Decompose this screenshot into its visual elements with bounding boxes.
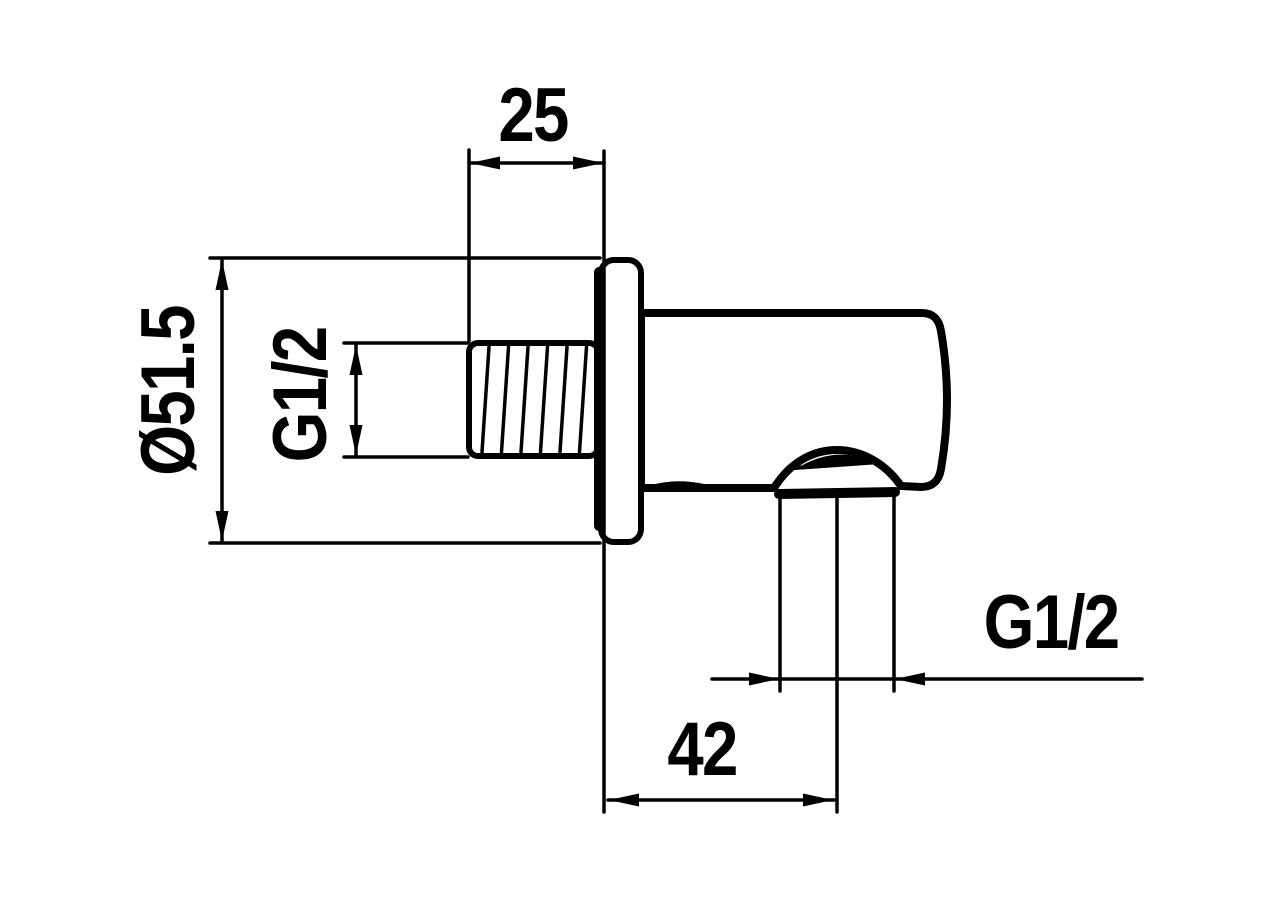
arrow-down-icon — [349, 425, 363, 455]
outlet-rim-line — [774, 487, 900, 499]
wall-flange — [594, 257, 644, 545]
body-outline — [637, 309, 951, 492]
dimension-outlet-thread — [710, 672, 1144, 686]
arrow-left-icon — [609, 793, 639, 807]
holder-cup-crescent — [800, 454, 872, 468]
label-flange-diameter: Ø51.5 — [126, 306, 211, 476]
dimension-inlet-thread — [342, 341, 470, 459]
arrow-up-icon — [215, 260, 229, 290]
arrow-right-icon — [749, 672, 779, 686]
flange-outline — [598, 257, 644, 545]
arrow-left-icon — [470, 156, 500, 170]
outlet-edges — [778, 491, 896, 814]
inlet-thread-section — [466, 340, 601, 459]
label-outlet-thread: G1/2 — [983, 580, 1121, 665]
arrow-up-icon — [349, 345, 363, 375]
arrow-right-icon — [573, 156, 603, 170]
arrow-left-icon — [895, 672, 925, 686]
dimension-flange-diameter — [208, 256, 602, 545]
arrow-right-icon — [803, 793, 833, 807]
thread-hatch-lines — [480, 345, 589, 454]
body-fillet-line — [650, 481, 706, 489]
elbow-body — [637, 309, 951, 499]
dimension-projection-depth — [467, 148, 606, 814]
label-wall-to-outlet: 42 — [667, 707, 738, 792]
arrow-down-icon — [215, 511, 229, 541]
label-inlet-thread: G1/2 — [258, 327, 343, 463]
dimension-wall-to-outlet — [606, 793, 836, 807]
label-projection-depth: 25 — [498, 73, 569, 158]
